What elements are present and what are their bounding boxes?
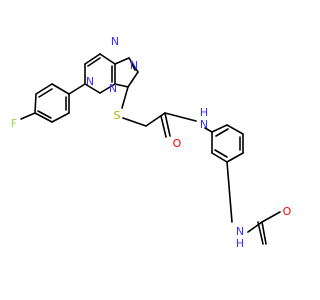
bond-12 (84, 53, 101, 65)
bond-25 (122, 117, 147, 127)
bond-layer (20, 53, 281, 245)
atom-label-n4: N (109, 82, 117, 95)
bond-9 (37, 110, 52, 119)
bond-29 (164, 112, 197, 122)
atom-label-n2: N (130, 59, 138, 72)
atom-label-n1: N (111, 35, 119, 48)
atom-label-o1: O (173, 137, 182, 150)
bond-5 (51, 112, 70, 123)
bond-6 (34, 112, 53, 123)
bond-42 (261, 211, 281, 223)
atom-label-layer: F S N N N N O N H N H O (11, 35, 292, 250)
bond-38 (215, 128, 229, 137)
bond-15 (99, 83, 116, 94)
atom-label-nh1: N (200, 118, 208, 131)
bond-28 (160, 115, 167, 138)
atom-label-h2: H (236, 237, 244, 250)
atom-label-nh2: N (236, 225, 244, 238)
bond-39 (204, 127, 213, 133)
bond-43 (261, 221, 267, 245)
bond-23 (130, 61, 136, 71)
atom-label-f: F (11, 117, 17, 130)
bond-40 (226, 161, 233, 223)
bond-41 (247, 221, 263, 233)
bond-13 (99, 53, 116, 65)
bond-44 (257, 221, 264, 245)
molecule-diagram: F S N N N N O N H N H O (11, 35, 292, 250)
bond-0 (20, 112, 36, 120)
bond-34 (226, 124, 244, 135)
bond-35 (211, 124, 228, 133)
bond-7 (38, 88, 53, 98)
bond-20 (128, 57, 139, 73)
bond-22 (114, 83, 129, 88)
bond-36 (214, 149, 228, 158)
atom-label-s: S (114, 109, 121, 122)
bond-3 (51, 83, 70, 95)
bond-26 (145, 112, 166, 127)
bond-32 (226, 152, 244, 163)
bond-17 (87, 57, 101, 67)
atom-label-n3: N (86, 75, 94, 88)
atom-label-h1: H (200, 106, 208, 119)
bond-21 (127, 71, 139, 88)
bond-2 (35, 83, 53, 95)
bond-16 (84, 83, 101, 94)
bond-24 (121, 86, 129, 109)
bond-1 (34, 93, 37, 114)
bond-19 (114, 57, 130, 65)
bond-31 (211, 152, 228, 163)
bond-10 (68, 83, 86, 95)
atom-label-o2: O (283, 205, 292, 218)
bond-27 (164, 112, 171, 137)
